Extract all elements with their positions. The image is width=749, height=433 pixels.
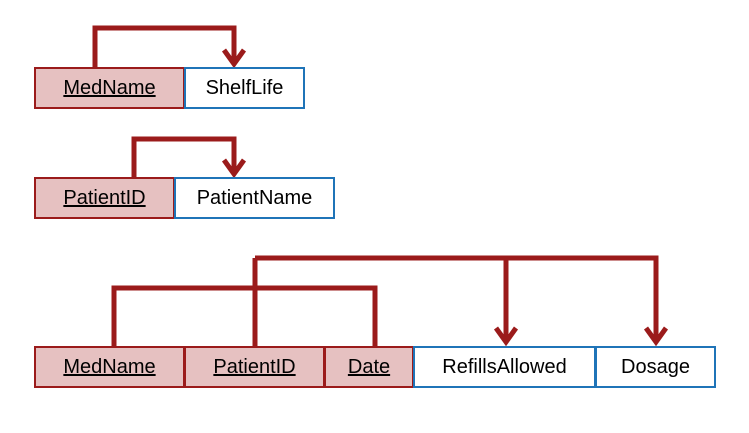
key-cell-patientid: PatientID (34, 177, 175, 219)
arrowhead-icon (643, 326, 669, 347)
composite-key-bracket (111, 285, 378, 346)
attribute-cell-dosage: Dosage (595, 346, 716, 388)
attribute-cell-patientname: PatientName (174, 177, 335, 219)
arrowhead-icon (221, 158, 247, 179)
attribute-cell-shelflife: ShelfLife (184, 67, 305, 109)
arrowhead-icon (493, 326, 519, 347)
attribute-cell-refillsallowed: RefillsAllowed (413, 346, 596, 388)
key-cell-patientid: PatientID (184, 346, 325, 388)
dependency-arrow-bar (255, 255, 659, 340)
dependency-arrow-patientid-to-patientname (131, 136, 237, 178)
key-cell-medname: MedName (34, 346, 185, 388)
key-cell-medname: MedName (34, 67, 185, 109)
dependency-arrow-medname-to-shelflife (92, 25, 237, 67)
key-cell-date: Date (324, 346, 414, 388)
arrowhead-icon (221, 48, 247, 69)
